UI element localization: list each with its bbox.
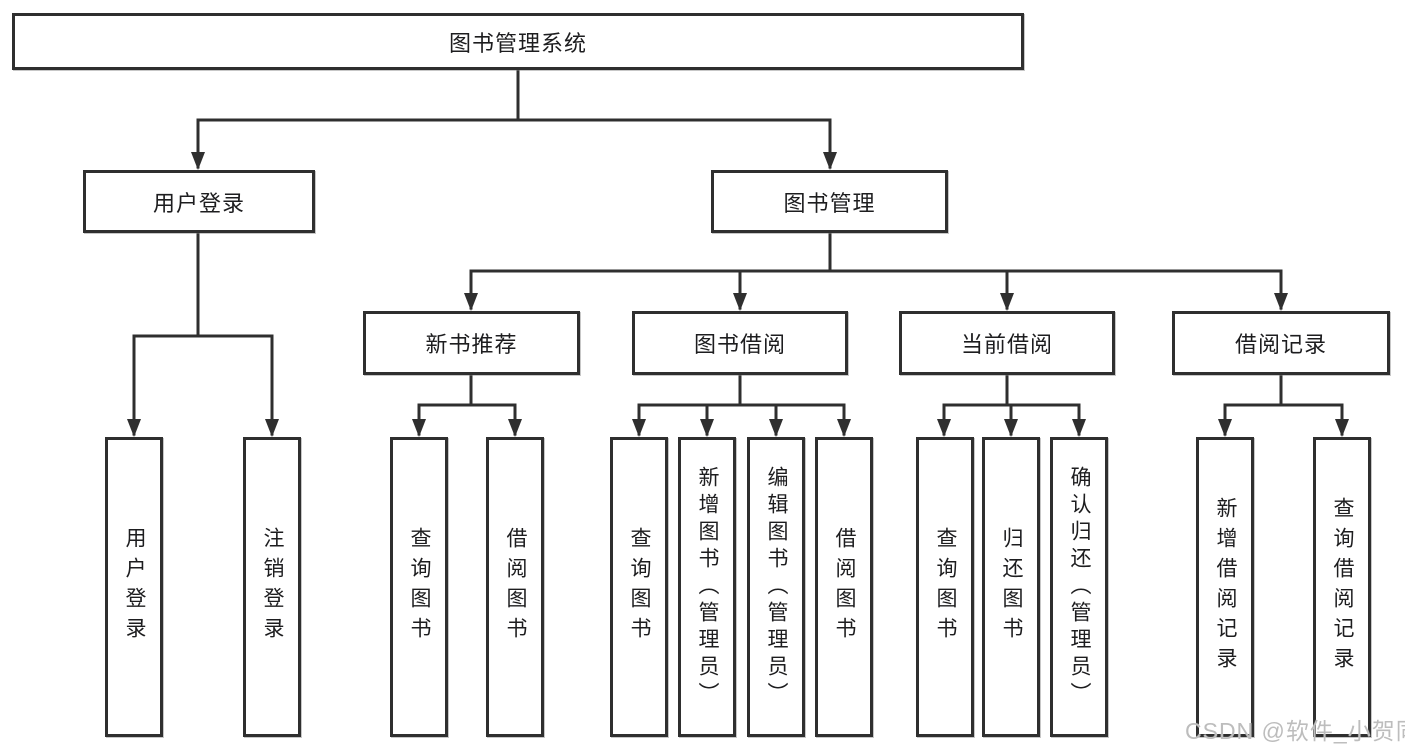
csdn-watermark: CSDN @软件_小贺同学: [1185, 718, 1405, 744]
node-leaf-query-books-borrowing: 查询图书: [610, 437, 668, 737]
leaf-label: 新增借阅记录: [1214, 497, 1237, 677]
node-leaf-query-books-current: 查询图书: [916, 437, 974, 737]
leaf-label: 查询图书: [934, 527, 957, 647]
node-leaf-borrow-books: 借阅图书: [815, 437, 873, 737]
leaf-label: 新增图书（管理员）: [696, 465, 719, 709]
node-leaf-edit-book-admin: 编辑图书（管理员）: [747, 437, 805, 737]
leaf-label: 注销登录: [261, 527, 284, 647]
leaf-label: 查询图书: [408, 527, 431, 647]
node-leaf-add-borrow-record: 新增借阅记录: [1196, 437, 1254, 737]
node-leaf-borrow-books-recommend: 借阅图书: [486, 437, 544, 737]
leaf-label: 确认归还（管理员）: [1068, 465, 1091, 709]
leaf-label: 用户登录: [123, 527, 146, 647]
node-new-book-recommend: 新书推荐: [363, 311, 580, 375]
node-leaf-add-book-admin: 新增图书（管理员）: [678, 437, 736, 737]
node-current-borrowing: 当前借阅: [899, 311, 1115, 375]
leaf-label: 归还图书: [1000, 527, 1023, 647]
node-borrowing-records: 借阅记录: [1172, 311, 1390, 375]
leaf-label: 查询借阅记录: [1331, 497, 1354, 677]
node-leaf-query-borrow-record: 查询借阅记录: [1313, 437, 1371, 737]
node-leaf-return-books: 归还图书: [982, 437, 1040, 737]
node-book-borrowing: 图书借阅: [632, 311, 848, 375]
node-book-management: 图书管理: [711, 170, 948, 233]
leaf-label: 借阅图书: [833, 527, 856, 647]
node-leaf-confirm-return-admin: 确认归还（管理员）: [1050, 437, 1108, 737]
node-library-management-system: 图书管理系统: [12, 13, 1024, 70]
node-leaf-user-login: 用户登录: [105, 437, 163, 737]
node-leaf-logout: 注销登录: [243, 437, 301, 737]
leaf-label: 编辑图书（管理员）: [765, 465, 788, 709]
leaf-label: 借阅图书: [504, 527, 527, 647]
leaf-label: 查询图书: [628, 527, 651, 647]
node-leaf-query-books-recommend: 查询图书: [390, 437, 448, 737]
node-user-login: 用户登录: [83, 170, 315, 233]
